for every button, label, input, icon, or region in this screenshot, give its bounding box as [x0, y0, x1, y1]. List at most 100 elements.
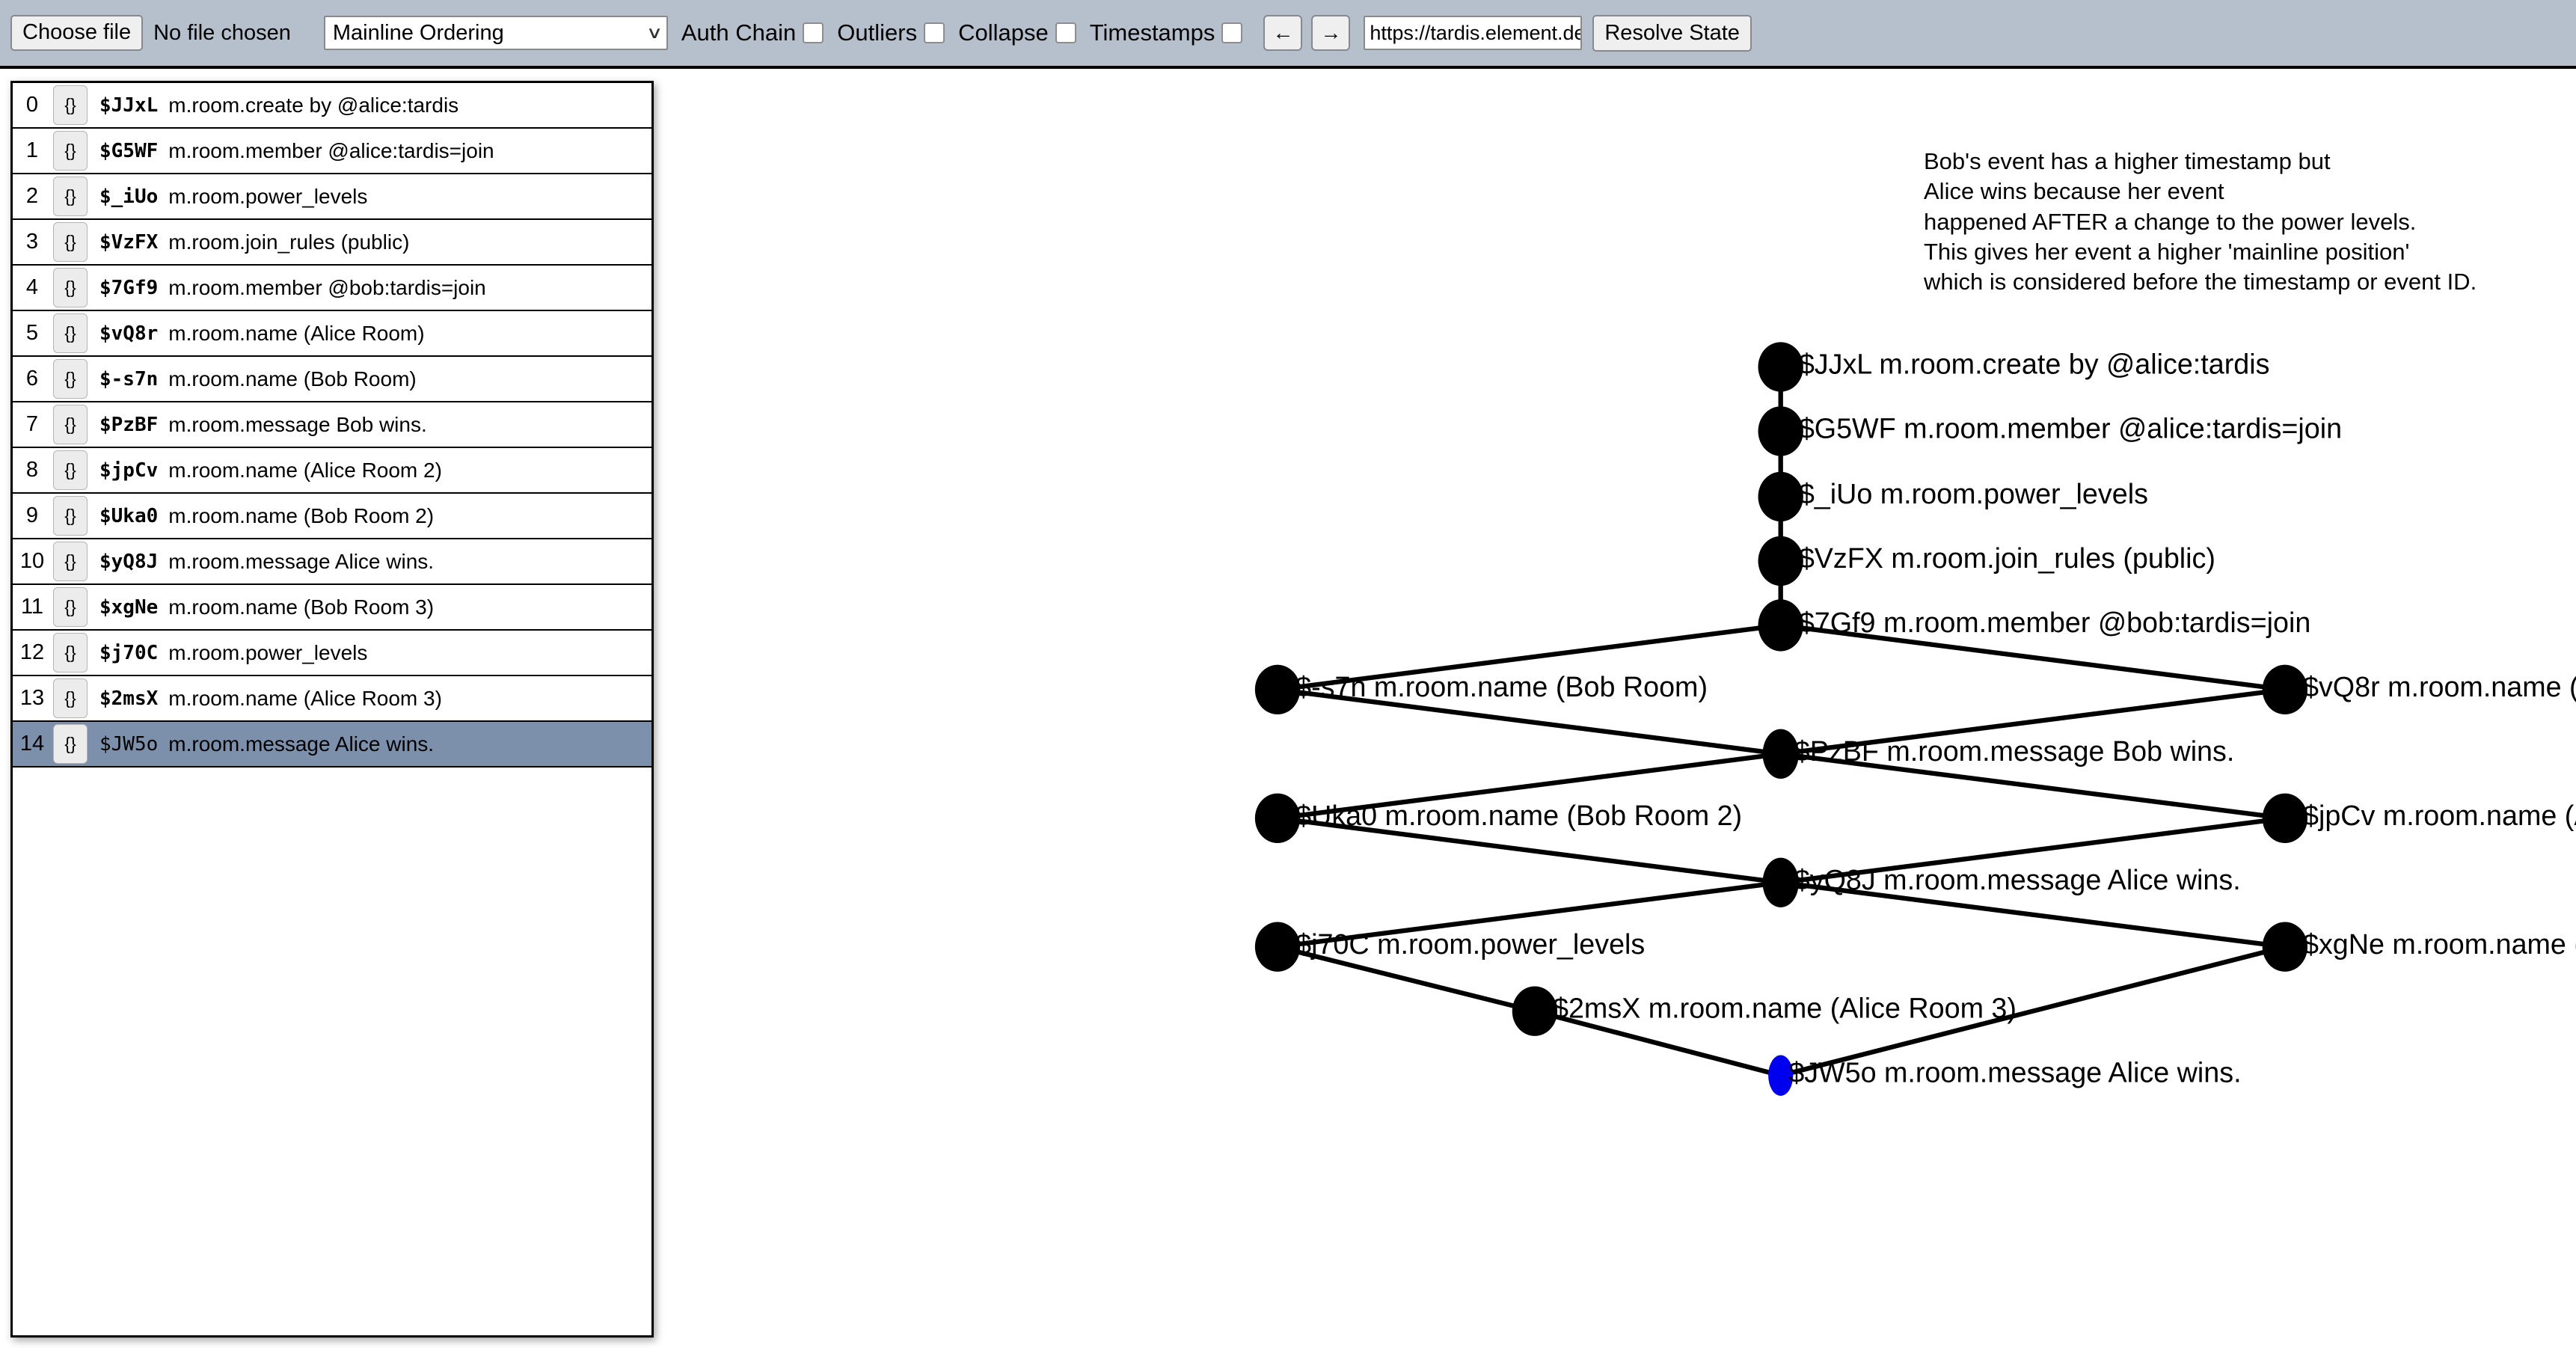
graph-edges	[1277, 367, 2286, 1078]
event-index: 8	[25, 458, 39, 482]
graph-node-label: $j70C m.room.power_levels	[1295, 928, 1645, 960]
graph-node[interactable]	[1758, 599, 1803, 652]
graph-node-label: $JW5o m.room.message Alice wins.	[1788, 1057, 2241, 1088]
event-id: $_iUo	[99, 185, 159, 208]
server-url-input[interactable]: https://tardis.element.dev	[1364, 16, 1583, 50]
event-description: m.room.name (Bob Room)	[168, 367, 417, 390]
event-id: $G5WF	[99, 139, 159, 162]
view-json-button[interactable]: {}	[53, 405, 88, 444]
event-id: $vQ8r	[99, 322, 159, 345]
view-json-button[interactable]: {}	[53, 85, 88, 125]
graph-node[interactable]	[2262, 922, 2308, 972]
ordering-select[interactable]: Mainline Ordering ∨	[323, 16, 668, 50]
graph-edge	[1277, 687, 1782, 756]
timestamps-label: Timestamps	[1089, 19, 1215, 46]
auth-chain-checkbox-group[interactable]: Auth Chain	[681, 19, 824, 46]
graph-node[interactable]	[1762, 729, 1799, 779]
event-id: $2msX	[99, 687, 159, 710]
collapse-checkbox-group[interactable]: Collapse	[958, 19, 1076, 46]
event-description: m.room.name (Alice Room)	[168, 321, 425, 345]
annotation-line: which is considered before the timestamp…	[1924, 269, 2477, 295]
event-description: m.room.message Alice wins.	[168, 732, 435, 756]
event-id: $VzFX	[99, 230, 159, 254]
view-json-button[interactable]: {}	[53, 633, 88, 673]
view-json-button[interactable]: {}	[53, 678, 88, 718]
graph-node[interactable]	[1254, 664, 1301, 715]
view-json-button[interactable]: {}	[53, 313, 88, 353]
view-json-button[interactable]: {}	[53, 359, 88, 399]
view-json-button[interactable]: {}	[53, 724, 88, 764]
graph-edge	[1277, 815, 1782, 885]
event-id: $7Gf9	[99, 276, 159, 299]
graph-node[interactable]	[2262, 793, 2308, 843]
graph-canvas: $JJxL m.room.create by @alice:tardis $G5W…	[1254, 342, 2576, 1096]
auth-chain-checkbox[interactable]	[803, 22, 824, 43]
event-index: 6	[25, 367, 39, 390]
event-dag-graph: $JJxL m.room.create by @alice:tardis $G5W…	[658, 72, 2576, 1348]
graph-node[interactable]	[1758, 406, 1803, 456]
event-description: m.room.join_rules (public)	[168, 230, 410, 254]
graph-node-label: $G5WF m.room.member @alice:tardis=join	[1799, 413, 2342, 444]
graph-node[interactable]	[1254, 922, 1301, 972]
annotation-line: happened AFTER a change to the power lev…	[1924, 208, 2417, 235]
graph-node[interactable]	[2262, 664, 2308, 715]
event-description: m.room.create by @alice:tardis	[168, 93, 459, 117]
view-json-button[interactable]: {}	[53, 496, 88, 536]
view-json-button[interactable]: {}	[53, 587, 88, 627]
choose-file-button[interactable]: Choose file	[10, 15, 144, 51]
graph-node[interactable]	[1758, 536, 1803, 586]
view-json-button[interactable]: {}	[53, 450, 88, 490]
graph-node-label: $PzBF m.room.message Bob wins.	[1794, 735, 2235, 767]
outliers-checkbox[interactable]	[924, 22, 945, 43]
graph-node[interactable]	[1758, 342, 1803, 392]
file-status-label: No file chosen	[153, 20, 291, 45]
view-json-button[interactable]: {}	[53, 222, 88, 262]
resolve-state-button[interactable]: Resolve State	[1592, 14, 1752, 52]
back-arrow-icon-button[interactable]: ←	[1263, 15, 1303, 51]
event-description: m.room.name (Alice Room 2)	[168, 458, 442, 482]
event-description: m.room.message Bob wins.	[168, 412, 427, 436]
graph-node[interactable]	[1768, 1055, 1794, 1096]
graph-nodes: $JJxL m.room.create by @alice:tardis $G5W…	[1254, 342, 2576, 1096]
graph-node[interactable]	[1254, 793, 1301, 843]
view-json-button[interactable]: {}	[53, 177, 88, 216]
event-index: 2	[25, 184, 39, 208]
forward-arrow-icon-button[interactable]: →	[1311, 15, 1351, 51]
view-json-button[interactable]: {}	[53, 542, 88, 581]
timestamps-checkbox-group[interactable]: Timestamps	[1090, 19, 1243, 46]
timestamps-checkbox[interactable]	[1221, 22, 1243, 43]
auth-chain-label: Auth Chain	[681, 19, 797, 46]
graph-node[interactable]	[1758, 471, 1803, 522]
event-description: m.room.name (Alice Room 3)	[168, 686, 442, 710]
graph-node[interactable]	[1762, 857, 1799, 907]
graph-node[interactable]	[1512, 986, 1558, 1036]
annotation-line: Alice wins because her event	[1924, 178, 2224, 205]
view-json-button[interactable]: {}	[53, 268, 88, 307]
outliers-checkbox-group[interactable]: Outliers	[837, 19, 945, 46]
event-summary: $vQ8r m.room.name (Alice Room)	[89, 311, 651, 355]
graph-node-label: $JJxL m.room.create by @alice:tardis	[1799, 349, 2270, 380]
collapse-checkbox[interactable]	[1055, 22, 1076, 43]
view-json-button[interactable]: {}	[53, 131, 88, 171]
